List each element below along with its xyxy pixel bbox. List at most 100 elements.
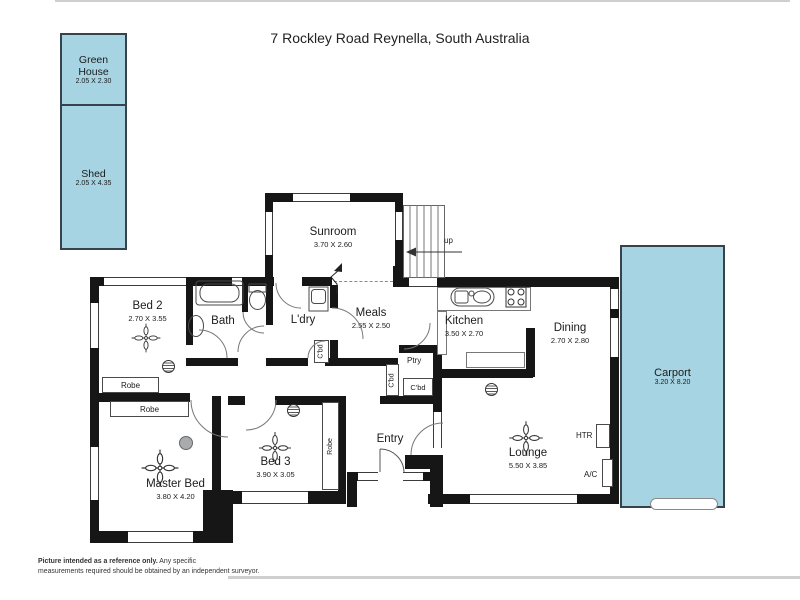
- wall: [228, 396, 245, 405]
- window: [293, 193, 350, 202]
- wall: [90, 500, 99, 543]
- wall: [266, 277, 273, 325]
- window: [242, 491, 308, 504]
- room-label-sunroom: Sunroom 3.70 X 2.60: [283, 226, 383, 249]
- wall: [610, 357, 619, 504]
- wall: [90, 393, 190, 402]
- room-name: Sunroom: [309, 226, 357, 238]
- heater-label: HTR: [576, 431, 593, 440]
- heater-unit: [596, 424, 610, 448]
- plan-title: 7 Rockley Road Reynella, South Australia: [270, 30, 530, 46]
- greenhouse-label: Green House: [78, 54, 109, 78]
- kitchen-sink-icon: [450, 287, 495, 307]
- room-dims: 2.70 X 2.80: [550, 335, 590, 345]
- robe-label: Robe: [139, 404, 160, 414]
- wall: [338, 396, 346, 497]
- room-dims: 2.70 X 3.55: [128, 313, 167, 323]
- wall: [186, 277, 193, 345]
- robe-bed2: Robe: [102, 377, 159, 393]
- robe-master: Robe: [110, 401, 189, 417]
- shed-dims: 2.05 X 4.35: [75, 179, 112, 187]
- scan-band-bottom: [228, 576, 800, 579]
- disclaimer-line2: measurements required should be obtained…: [38, 568, 260, 575]
- ceiling-light-solid-icon: [179, 436, 193, 450]
- room-label-kitchen: Kitchen 3.50 X 2.70: [430, 315, 498, 338]
- aircon-label: A/C: [584, 470, 598, 479]
- bathtub-icon: [195, 280, 244, 306]
- room-name: Meals: [355, 307, 387, 319]
- window-sidelight: [358, 472, 378, 481]
- room-dims: 3.80 X 4.20: [156, 491, 195, 501]
- wall: [428, 494, 470, 504]
- pantry-label: Ptry: [407, 356, 422, 365]
- shed-area: Shed 2.05 X 4.35: [60, 104, 127, 250]
- window: [104, 277, 186, 286]
- robe-label: Robe: [120, 380, 141, 390]
- ceiling-fan-icon: [141, 449, 179, 487]
- kitchen-bench: [466, 352, 525, 368]
- laundry-trough-icon: [308, 286, 329, 312]
- window: [90, 303, 99, 348]
- window: [395, 212, 403, 240]
- wall: [430, 463, 443, 507]
- scan-band-top: [55, 0, 790, 2]
- up-arrow-icon: [406, 247, 462, 257]
- window: [610, 318, 619, 357]
- stairs-up-label: up: [444, 236, 453, 245]
- wall: [526, 328, 535, 377]
- window: [610, 289, 619, 309]
- wall: [302, 277, 332, 286]
- disclaimer-bold: Picture intended as a reference only.: [38, 558, 158, 565]
- opening-dashed-line: [334, 281, 393, 282]
- ceiling-light-icon: [485, 383, 498, 396]
- wall: [90, 531, 128, 543]
- room-name: Lounge: [508, 447, 548, 459]
- wall: [433, 345, 442, 412]
- wall: [265, 193, 273, 212]
- wall: [350, 193, 403, 202]
- wall: [399, 345, 435, 353]
- wall: [242, 277, 248, 312]
- room-name: L'dry: [290, 314, 316, 326]
- wall: [265, 193, 293, 202]
- carport-door-marker: [650, 498, 718, 510]
- wall: [90, 277, 99, 303]
- window: [90, 447, 99, 500]
- window: [433, 412, 442, 448]
- kitchen-bench: [437, 311, 447, 355]
- ceiling-fan-icon: [509, 421, 543, 455]
- cooktop-icon: [505, 286, 527, 308]
- carport-dims: 3.20 X 8.20: [654, 379, 691, 386]
- room-dims: 2.55 X 2.50: [351, 320, 391, 330]
- wall: [90, 348, 99, 447]
- wall: [577, 494, 618, 504]
- room-label-dining: Dining 2.70 X 2.80: [536, 322, 604, 345]
- room-label-entry: Entry: [363, 433, 417, 447]
- carport-label: Carport: [654, 367, 691, 379]
- aircon-unit: [602, 459, 613, 487]
- room-name: Bed 2: [132, 300, 163, 312]
- basin-icon: [188, 315, 204, 337]
- room-name: Entry: [376, 433, 404, 445]
- greenhouse-dims: 2.05 X 2.30: [75, 78, 112, 85]
- window: [265, 212, 273, 255]
- greenhouse-area: Green House 2.05 X 2.30: [60, 33, 127, 106]
- ceiling-fan-icon: [131, 323, 161, 353]
- wall: [265, 255, 273, 285]
- cupboard-ldry: C'bd: [314, 340, 329, 363]
- disclaimer: Picture intended as a reference only. An…: [38, 557, 259, 577]
- wall: [610, 277, 619, 289]
- room-dims: 5.50 X 3.85: [508, 460, 548, 470]
- wall: [395, 193, 403, 212]
- window: [470, 494, 577, 504]
- wall: [186, 358, 238, 366]
- window-sidelight: [403, 472, 423, 481]
- shed-label: Shed: [81, 167, 106, 180]
- wall: [308, 491, 346, 504]
- toilet-icon: [248, 283, 267, 310]
- cupboard-hall: C'bd: [386, 364, 399, 396]
- wall: [275, 396, 338, 405]
- room-label-bed2: Bed 2 2.70 X 3.55: [105, 300, 190, 323]
- room-label-meals: Meals 2.55 X 2.50: [340, 307, 402, 330]
